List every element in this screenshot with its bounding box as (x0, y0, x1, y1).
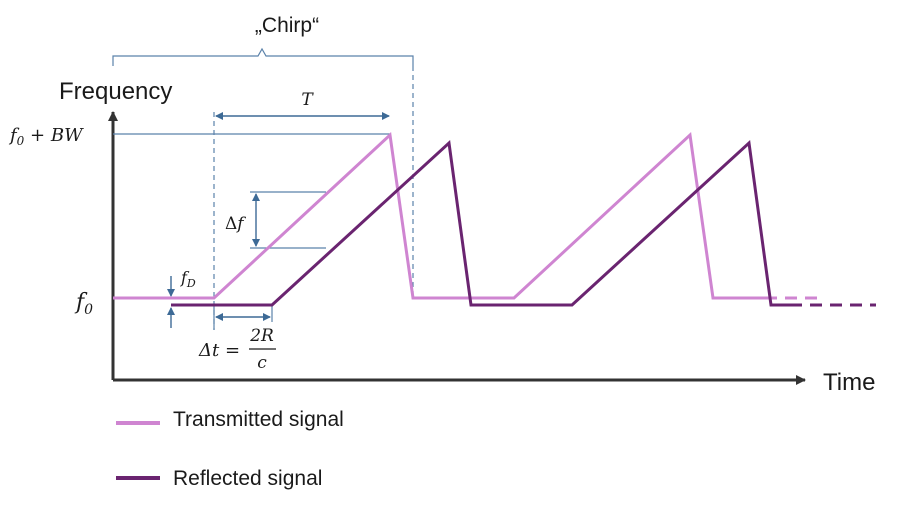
y-axis-label: Frequency (59, 78, 172, 105)
legend: Transmitted signal Reflected signal (116, 408, 344, 490)
x-axis-label: Time (823, 369, 875, 396)
delta-t-numerator: 2R (249, 326, 274, 346)
chirp-label: „Chirp“ (255, 14, 319, 37)
chirp-brace (112, 47, 414, 66)
legend-transmitted-label: Transmitted signal (173, 408, 344, 431)
period-label: T (301, 90, 314, 110)
delta-t-lhs: Δt = (198, 340, 240, 361)
transmitted-signal-line (113, 131, 765, 300)
legend-reflected-label: Reflected signal (173, 467, 322, 490)
f0-label: f0 (74, 290, 93, 318)
doppler-label: fD (180, 268, 196, 290)
reflected-signal-line (171, 139, 790, 307)
delta-f-label: Δf (225, 214, 246, 234)
f0-plus-bw-label: f0 + BW (8, 125, 84, 148)
delta-t-denominator: c (257, 353, 267, 373)
